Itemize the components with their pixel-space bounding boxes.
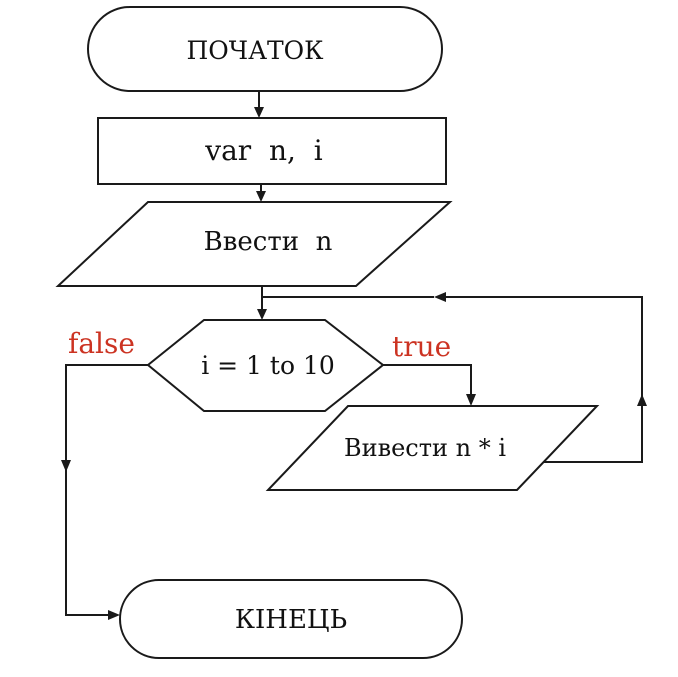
end-terminator [119, 579, 463, 659]
node-start: ПОЧАТОК [87, 6, 443, 92]
loop-hexagon [146, 319, 385, 412]
declare-process-box [97, 117, 447, 185]
input-label: Ввести n [204, 227, 333, 257]
arrowhead-loop-to-output [466, 394, 476, 406]
arrowhead-return-up [637, 394, 647, 406]
arrowhead-input-to-loop [257, 309, 267, 320]
arrowhead-declare-to-input [256, 191, 266, 202]
false-branch-label: false [68, 327, 135, 360]
node-loop: i = 1 to 10 [146, 319, 385, 412]
output-label: Вивести n * i [344, 434, 506, 462]
arrowhead-false-right [108, 610, 120, 620]
loop-label: i = 1 to 10 [201, 351, 335, 380]
edge-output-return [445, 296, 643, 463]
edge-loop-to-end [65, 364, 148, 616]
start-terminator [87, 6, 443, 92]
end-label: КІНЕЦЬ [235, 605, 347, 635]
arrowhead-false-down [61, 460, 71, 472]
node-input: Ввести n [55, 201, 453, 287]
arrowhead-start-to-declare [254, 107, 264, 118]
connectors [61, 91, 647, 620]
node-declare: var n, i [97, 117, 447, 185]
input-parallelogram [55, 201, 453, 287]
edge-loop-to-output [383, 364, 472, 395]
declare-label: var n, i [204, 134, 322, 167]
node-output: Вивести n * i [265, 405, 600, 491]
node-end: КІНЕЦЬ [119, 579, 463, 659]
output-parallelogram [265, 405, 600, 491]
arrowhead-return-left [434, 292, 446, 302]
start-label: ПОЧАТОК [186, 36, 324, 65]
true-branch-label: true [392, 330, 451, 363]
